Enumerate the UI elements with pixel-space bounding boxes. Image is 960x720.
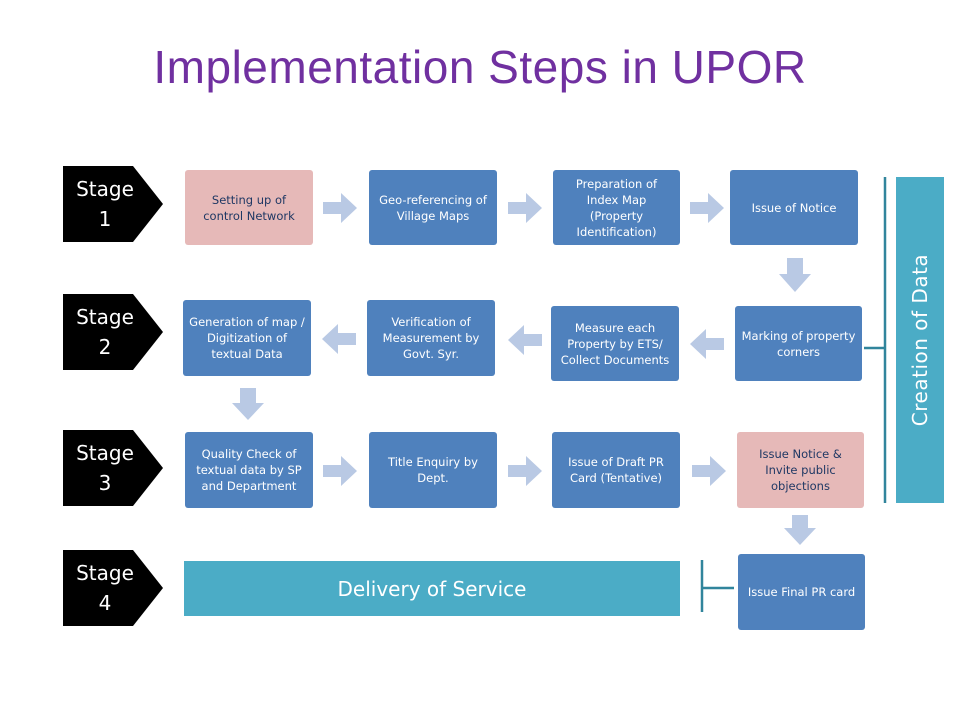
creation-of-data-banner: Creation of Data <box>896 177 944 503</box>
creation-of-data-bracket <box>864 177 887 503</box>
step-issue-draft-pr-card: Issue of Draft PR Card (Tentative) <box>552 432 680 508</box>
step-quality-check: Quality Check of textual data by SP and … <box>185 432 313 508</box>
arrow-left-icon <box>690 329 724 359</box>
delivery-of-service-banner: Delivery of Service <box>184 561 680 616</box>
step-measure-property: Measure each Property by ETS/ Collect Do… <box>551 306 679 381</box>
step-setting-up-control-network: Setting up of control Network <box>185 170 313 245</box>
step-geo-referencing: Geo-referencing of Village Maps <box>369 170 497 245</box>
arrow-down-icon <box>779 258 811 292</box>
arrow-right-icon <box>690 193 724 223</box>
arrow-right-icon <box>323 193 357 223</box>
arrow-right-icon <box>323 456 357 486</box>
stage-3-label: Stage 3 <box>76 441 134 495</box>
step-marking-corners: Marking of property corners <box>735 306 862 381</box>
step-issue-final-pr-card: Issue Final PR card <box>738 554 865 630</box>
stage-1-marker: Stage 1 <box>63 166 163 242</box>
arrow-right-icon <box>508 193 542 223</box>
arrow-down-icon <box>784 515 816 545</box>
step-generation-of-map: Generation of map / Digitization of text… <box>183 300 311 376</box>
stage-1-label: Stage 1 <box>76 177 134 231</box>
arrow-left-icon <box>322 324 356 354</box>
step-issue-notice-objections: Issue Notice & Invite public objections <box>737 432 864 508</box>
delivery-of-service-label: Delivery of Service <box>337 576 527 601</box>
creation-of-data-label: Creation of Data <box>908 253 932 427</box>
stage-2-marker: Stage 2 <box>63 294 163 370</box>
step-issue-notice: Issue of Notice <box>730 170 858 245</box>
stage-4-label: Stage 4 <box>76 561 134 615</box>
step-preparation-index-map: Preparation of Index Map (Property Ident… <box>553 170 680 245</box>
arrow-left-icon <box>508 325 542 355</box>
delivery-bracket <box>700 560 734 612</box>
stage-2-label: Stage 2 <box>76 305 134 359</box>
arrow-down-icon <box>232 388 264 420</box>
step-verification-measurement: Verification of Measurement by Govt. Syr… <box>367 300 495 376</box>
arrow-right-icon <box>508 456 542 486</box>
stage-4-marker: Stage 4 <box>63 550 163 626</box>
step-title-enquiry: Title Enquiry by Dept. <box>369 432 497 508</box>
page-title: Implementation Steps in UPOR <box>153 41 807 93</box>
arrow-right-icon <box>692 456 726 486</box>
stage-3-marker: Stage 3 <box>63 430 163 506</box>
